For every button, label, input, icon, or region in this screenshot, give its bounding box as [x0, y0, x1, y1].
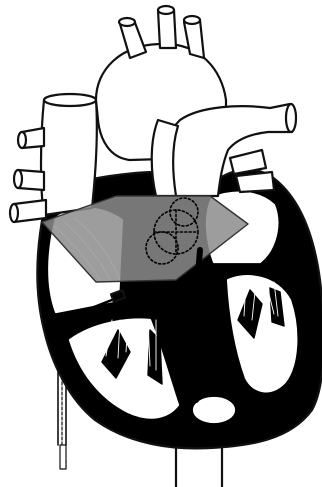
- catheter-tip: [60, 445, 66, 469]
- pulmonary-trunk: [152, 120, 178, 196]
- superior-vena-cava-opening: [44, 94, 96, 106]
- pulmonary-artery-opening: [286, 104, 296, 132]
- superior-vena-cava: [41, 100, 97, 215]
- pulmonary-veins-right: [10, 128, 46, 222]
- apex-chamber: [194, 398, 234, 422]
